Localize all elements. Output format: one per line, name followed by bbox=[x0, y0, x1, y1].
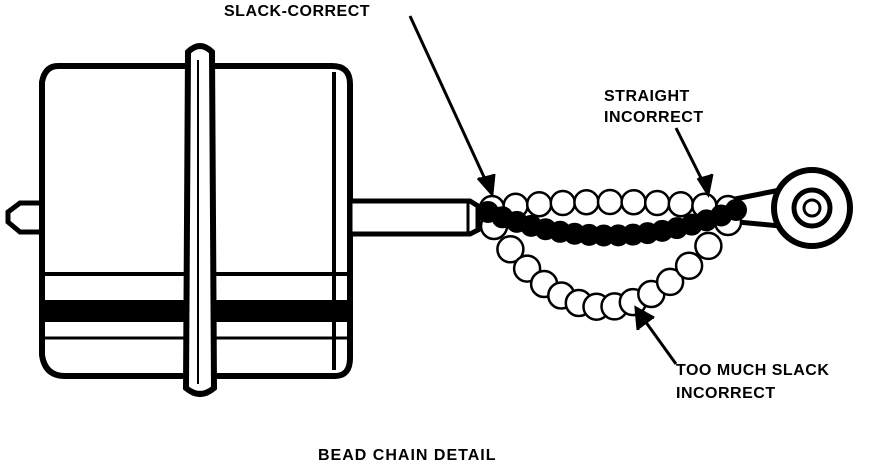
arrowhead-too-much-slack bbox=[634, 305, 655, 331]
label-slack-correct: SLACK-CORRECT bbox=[224, 3, 370, 20]
bead-straight bbox=[596, 188, 624, 216]
bead-straight bbox=[525, 190, 553, 218]
bead-correct bbox=[725, 199, 747, 221]
bead-slack bbox=[655, 267, 685, 297]
arrowhead-slack-correct bbox=[476, 173, 496, 198]
bead-slack bbox=[674, 251, 704, 281]
arrowhead-straight bbox=[696, 173, 714, 198]
leader-lines bbox=[408, 15, 714, 365]
bead-slack bbox=[496, 235, 525, 264]
bead-straight bbox=[643, 189, 671, 217]
label-straight-line1: STRAIGHT bbox=[604, 88, 690, 105]
leader-slack-correct bbox=[408, 15, 492, 191]
bead-chain-slack-correct bbox=[477, 199, 747, 247]
label-too-much-line1: TOO MUCH SLACK bbox=[676, 362, 829, 379]
right-shaft bbox=[347, 198, 481, 237]
bead-straight bbox=[549, 189, 577, 217]
motor-drum bbox=[5, 43, 481, 397]
label-too-much-line2: INCORRECT bbox=[676, 385, 776, 402]
drum-ring bbox=[182, 43, 218, 397]
bead-slack bbox=[694, 231, 723, 261]
caption: BEAD CHAIN DETAIL bbox=[318, 447, 496, 464]
eyelet-ring-inner bbox=[802, 198, 822, 218]
bead-straight bbox=[573, 188, 600, 216]
bead-straight bbox=[667, 190, 695, 218]
eyelet-fastener bbox=[726, 167, 853, 249]
label-straight-line2: INCORRECT bbox=[604, 109, 704, 126]
bead-straight bbox=[620, 188, 647, 216]
